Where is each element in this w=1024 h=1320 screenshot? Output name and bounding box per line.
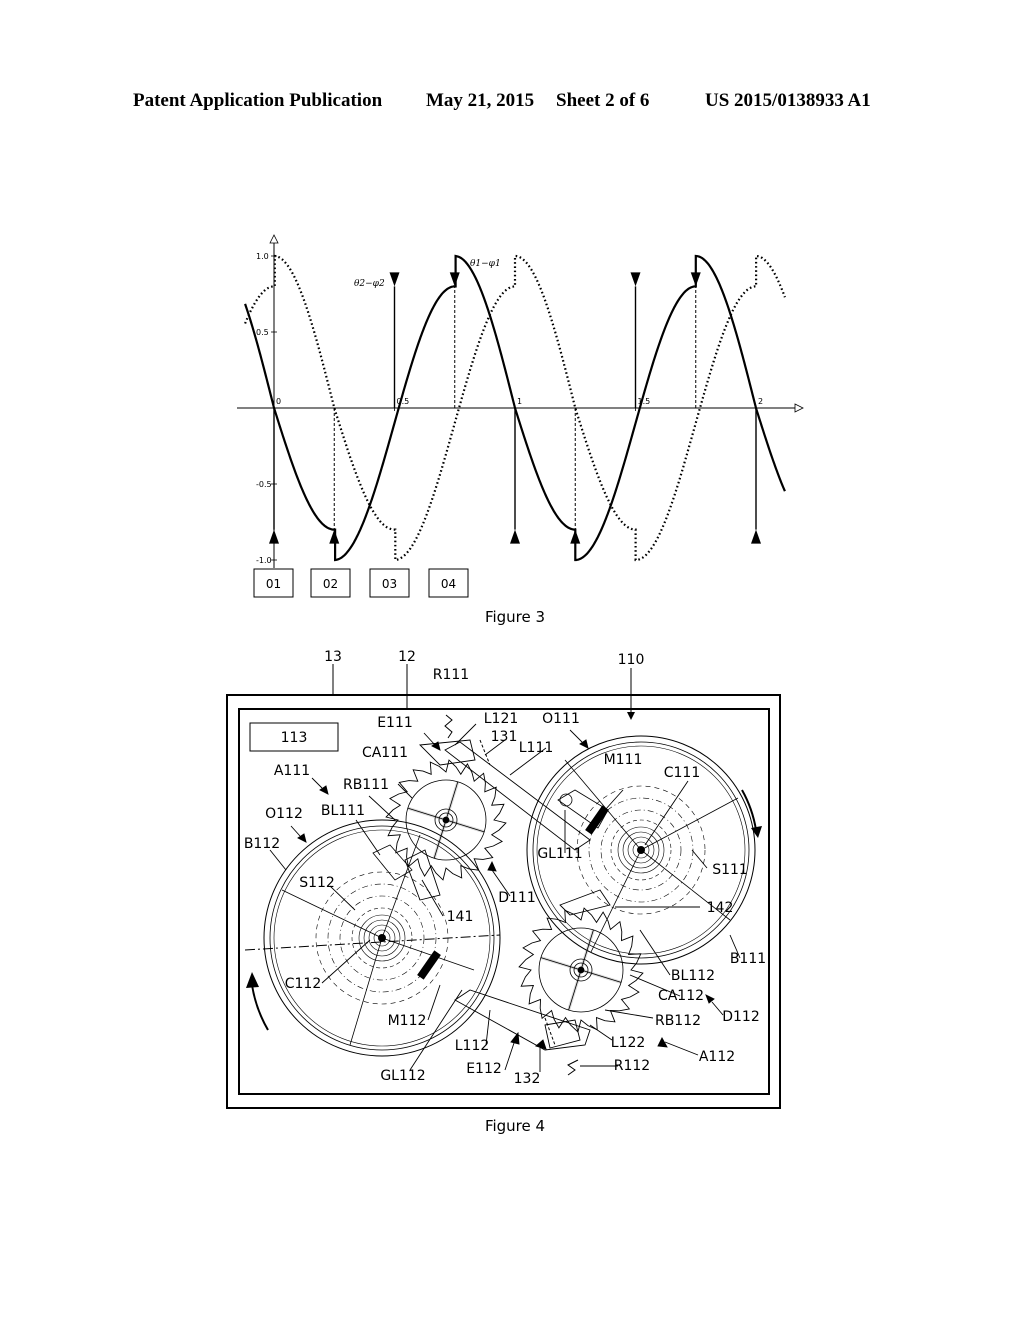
label-O112: O112 <box>265 806 303 822</box>
svg-text:03: 03 <box>382 577 397 591</box>
x-tick-label: 1.5 <box>638 397 651 406</box>
label-110: 110 <box>618 652 645 668</box>
svg-text:04: 04 <box>441 577 456 591</box>
phase-box-04: 04 <box>429 569 468 597</box>
label-L121: L121 <box>484 711 519 727</box>
svg-text:01: 01 <box>266 577 281 591</box>
event-arrow-down-head <box>269 530 279 544</box>
svg-text:02: 02 <box>323 577 338 591</box>
x-tick-label: 0.5 <box>397 397 410 406</box>
phase-box-01: 01 <box>254 569 293 597</box>
label-M112: M112 <box>388 1013 427 1029</box>
label-L111: L111 <box>519 740 554 756</box>
phase-box-02: 02 <box>311 569 350 597</box>
label-R111: R111 <box>433 667 469 683</box>
label-132: 132 <box>514 1071 541 1087</box>
label-S111: S111 <box>712 862 748 878</box>
label-C111: C111 <box>664 765 701 781</box>
x-tick-label: 1 <box>517 397 522 406</box>
phase-box-03: 03 <box>370 569 409 597</box>
series-label-theta2: θ2−φ2 <box>354 279 385 289</box>
spring-icon-lower <box>568 1060 578 1075</box>
label-CA112: CA112 <box>658 988 704 1004</box>
label-GL112: GL112 <box>380 1068 425 1084</box>
label-R112: R112 <box>614 1058 650 1074</box>
series-label-theta1: θ1−φ1 <box>470 259 501 269</box>
label-S112: S112 <box>299 875 335 891</box>
figure-3-caption: Figure 3 <box>485 608 545 626</box>
figure-4-diagram: 113 <box>227 649 780 1108</box>
label-D111: D111 <box>498 890 536 906</box>
label-CA111: CA111 <box>362 745 408 761</box>
y-tick-label: -1.0 <box>256 556 272 565</box>
y-axis-arrow-icon <box>270 235 278 243</box>
escape-wheel-upper <box>386 760 506 880</box>
label-B111: B111 <box>730 951 766 967</box>
label-B112: B112 <box>244 836 280 852</box>
x-axis-arrow-icon <box>795 404 803 412</box>
label-C112: C112 <box>285 976 322 992</box>
label-A112: A112 <box>699 1049 735 1065</box>
label-RB111: RB111 <box>343 777 389 793</box>
label-D112: D112 <box>722 1009 760 1025</box>
label-E112: E112 <box>466 1061 502 1077</box>
y-tick-label: -0.5 <box>256 480 272 489</box>
label-L112: L112 <box>455 1038 490 1054</box>
box-113: 113 <box>250 723 338 751</box>
label-BL112: BL112 <box>671 968 715 984</box>
event-arrow-down-head <box>510 530 520 544</box>
label-GL111: GL111 <box>537 846 582 862</box>
label-141: 141 <box>447 909 474 925</box>
event-arrow-down-head <box>751 530 761 544</box>
label-RB112: RB112 <box>655 1013 701 1029</box>
label-O111: O111 <box>542 711 580 727</box>
label-13: 13 <box>324 649 342 665</box>
event-arrow-up-head <box>631 272 641 286</box>
svg-text:113: 113 <box>281 730 308 746</box>
balance-wheel-left <box>245 820 500 1056</box>
label-M111: M111 <box>604 752 643 768</box>
label-L122: L122 <box>611 1035 646 1051</box>
y-tick-label: 0.5 <box>256 328 269 337</box>
x-tick-label: 0 <box>276 397 281 406</box>
label-12: 12 <box>398 649 416 665</box>
label-142: 142 <box>707 900 734 916</box>
figure-4-caption: Figure 4 <box>485 1117 545 1135</box>
x-tick-label: 2 <box>758 397 763 406</box>
label-A111: A111 <box>274 763 310 779</box>
y-tick-label: 1.0 <box>256 252 269 261</box>
event-arrow-up-head <box>390 272 400 286</box>
label-BL111: BL111 <box>321 803 365 819</box>
label-E111: E111 <box>377 715 413 731</box>
spring-icon-upper <box>445 715 452 738</box>
arrow-icon <box>627 712 635 720</box>
label-131: 131 <box>491 729 518 745</box>
